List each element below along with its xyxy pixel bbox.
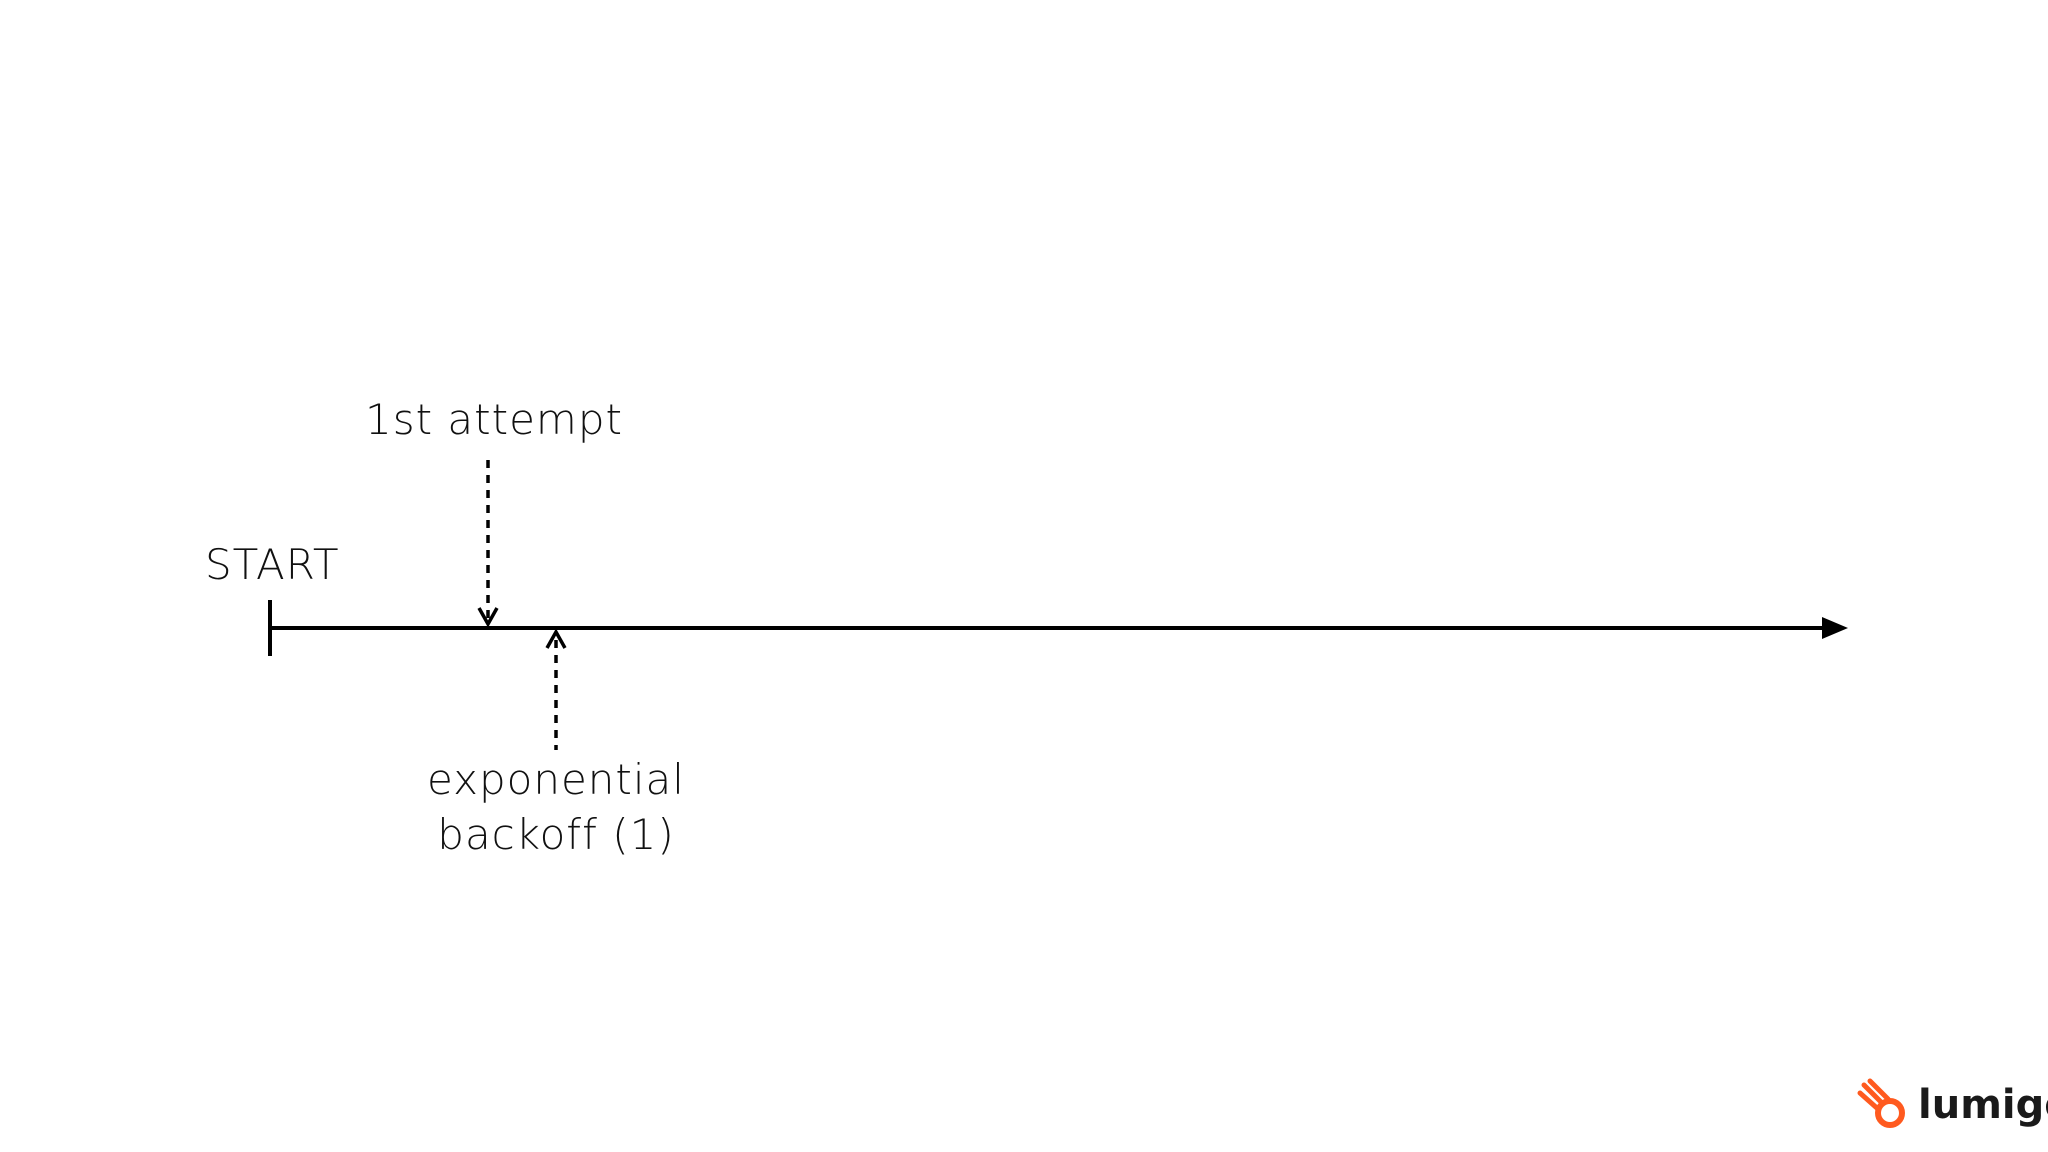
lumigo-wordmark: lumigo [1918,1082,2048,1128]
backoff-label-line1: exponential [427,755,685,804]
timeline-arrowhead [1822,617,1848,639]
lumigo-logo: lumigo [1856,1075,2048,1135]
attempt-arrowhead [477,607,499,628]
exponential-backoff-label: exponential backoff (1) [420,753,692,862]
backoff-arrowhead [545,628,567,649]
first-attempt-label: 1st attempt [365,395,623,444]
lumigo-comet-icon [1857,1078,1905,1128]
backoff-label-line2: backoff (1) [437,809,675,859]
start-label: START [205,540,340,589]
